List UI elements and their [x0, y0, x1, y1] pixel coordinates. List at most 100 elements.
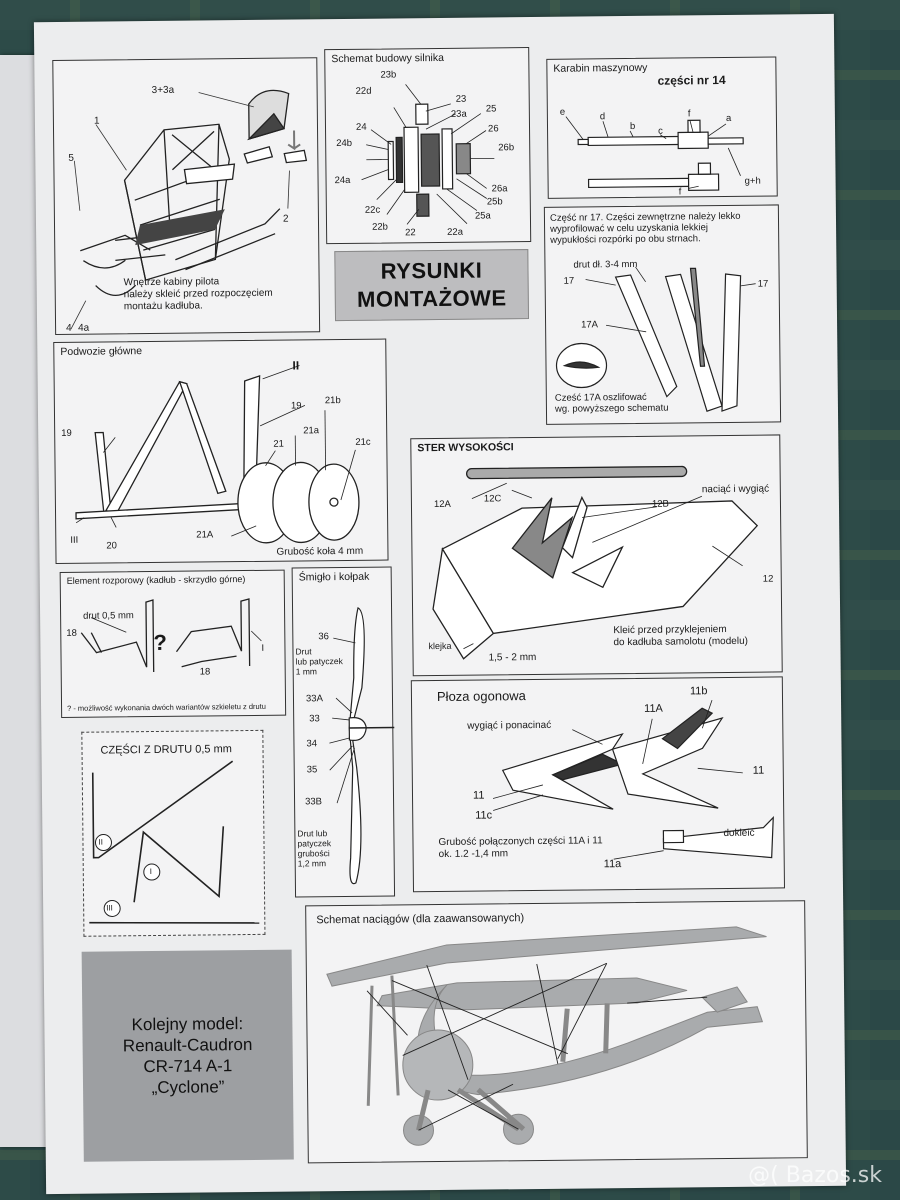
instruction-page: 3+3a 1 5 2 4 4a Wnętrze kabiny pilota na…	[33, 13, 847, 1195]
note-line: montażu kadłuba.	[123, 300, 203, 313]
part-label: 19	[290, 400, 302, 412]
strut17-drawing	[555, 266, 756, 412]
note-line: grubości	[297, 848, 330, 859]
part-label: 23b	[380, 69, 397, 81]
note-line: wg. powyższego schematu	[554, 402, 669, 415]
page-title: RYSUNKI MONTAŻOWE	[334, 249, 530, 322]
part-label: 22b	[371, 221, 388, 233]
wire-note-1: Drut lub patyczek 1 mm	[295, 646, 343, 676]
machine-gun-drawing	[565, 116, 744, 191]
part-label: 11c	[475, 809, 493, 822]
part-label: b	[629, 120, 636, 132]
part-label: 36	[318, 631, 329, 643]
propeller-drawing	[329, 606, 395, 885]
part-label: g+h	[744, 175, 761, 187]
part-label: 23a	[450, 108, 467, 120]
gun-panel: Karabin maszynowy części nr 14	[546, 56, 778, 199]
part-label: 24a	[334, 174, 351, 187]
part-label: 34	[306, 738, 318, 750]
part-label: 11	[472, 789, 485, 802]
part-label: 25a	[474, 210, 491, 222]
note-line: ok. 1.2 -1,4 mm	[438, 848, 509, 861]
next-model-line: „Cyclone”	[151, 1077, 225, 1098]
part-label: 26b	[498, 142, 515, 154]
title-line: MONTAŻOWE	[356, 285, 507, 312]
part-label: 21c	[355, 436, 371, 448]
part-label: III	[70, 534, 79, 546]
strut-element-drawing	[80, 598, 262, 673]
part-label: 12B	[651, 498, 669, 510]
wire-parts-drawing	[89, 760, 260, 924]
part-label: 25b	[486, 196, 503, 208]
part-label: 22a	[447, 226, 464, 238]
part-label: a	[725, 112, 732, 124]
engine-drawing	[361, 84, 495, 225]
part-label: 22d	[355, 85, 372, 97]
part-label: 12C	[483, 493, 502, 505]
part-label: 33A	[305, 693, 323, 705]
part-label: f	[678, 186, 682, 198]
main-gear-panel: Podwozie główne	[53, 338, 389, 565]
part-label: III	[106, 903, 113, 913]
cabin-note: Wnętrze kabiny pilota należy skleić prze…	[124, 275, 314, 313]
part-label: 21a	[303, 425, 320, 437]
part-label: 24	[355, 121, 367, 133]
part-label: 22c	[364, 204, 381, 216]
bend-note: wygiąć i ponacinać	[467, 719, 552, 732]
wire-note-2: Drut lub patyczek grubości 1,2 mm	[297, 828, 331, 868]
part-label: 17	[757, 278, 769, 290]
thickness-note: Grubość połączonych części 11A i 11 ok. …	[438, 835, 602, 861]
note-line: patyczek	[297, 838, 332, 849]
part-label: 24b	[336, 137, 353, 150]
part-label: I	[261, 642, 265, 654]
wire-parts-panel: CZĘŚCI Z DRUTU 0,5 mm II I III	[81, 729, 266, 937]
note-line: do kadłuba samolotu (modelu)	[613, 635, 748, 649]
part-label: 18	[66, 627, 77, 639]
part-label: 1	[93, 115, 100, 127]
part-label: I	[149, 867, 153, 877]
part-label: 4	[66, 322, 72, 334]
wheel-thickness: Grubość koła 4 mm	[276, 545, 364, 558]
strut17-panel: Część nr 17. Części zewnętrzne należy le…	[543, 204, 782, 425]
engine-panel: Schemat budowy silnika	[324, 47, 532, 245]
part-label: f	[687, 108, 691, 120]
part-label: 18	[199, 666, 211, 678]
note-line: Drut lub	[297, 828, 328, 839]
next-model-line: Kolejny model:	[131, 1014, 244, 1035]
part-label: 23	[455, 93, 467, 105]
next-model-line: Renault-Caudron	[122, 1034, 253, 1056]
part-label: 12	[762, 573, 774, 585]
elevator-drawing	[432, 465, 759, 660]
part-label: 4a	[78, 322, 90, 334]
part-label: 21b	[324, 395, 341, 407]
footnote: ? - możliwość wykonania dwóch wariantów …	[67, 701, 266, 713]
watermark: @( Bazos.sk	[748, 1163, 882, 1188]
part-label: 11a	[603, 858, 622, 871]
part-label: 11b	[689, 685, 708, 698]
part-label: 33	[309, 713, 320, 725]
part-label: 19	[61, 427, 72, 439]
part-label: 26a	[491, 183, 508, 195]
part-label: 26	[487, 123, 499, 135]
strut-element-panel: Element rozporowy (kadłub - skrzydło gór…	[59, 569, 287, 718]
part-label: II	[98, 837, 103, 847]
glue-label: klejka	[428, 640, 452, 652]
tail-skid-drawing	[492, 700, 774, 860]
part-label: 33B	[305, 796, 323, 808]
part-label: 5	[68, 152, 74, 164]
part-label: 12A	[433, 498, 451, 511]
next-model-line: CR-714 A-1	[143, 1056, 233, 1077]
note-line: Grubość połączonych części 11A i 11	[438, 835, 603, 849]
note-line: lub patyczek	[295, 656, 343, 667]
strut17-note2: Cześć 17A oszlifować wg. powyższego sche…	[555, 392, 669, 415]
note-line: 1,2 mm	[297, 858, 327, 869]
elevator-panel: STER WYSOKOŚCI 12A 12C 12B naciąć i wy	[410, 434, 783, 677]
part-label: 17A	[581, 319, 599, 331]
part-label: 25	[485, 103, 497, 115]
part-label: 21	[273, 438, 284, 450]
wire-label: drut 0,5 mm	[83, 610, 134, 622]
part-label: 3+3a	[151, 84, 175, 96]
part-label: II	[292, 358, 300, 373]
note-line: 1 mm	[295, 666, 318, 677]
part-label: e	[559, 106, 566, 118]
